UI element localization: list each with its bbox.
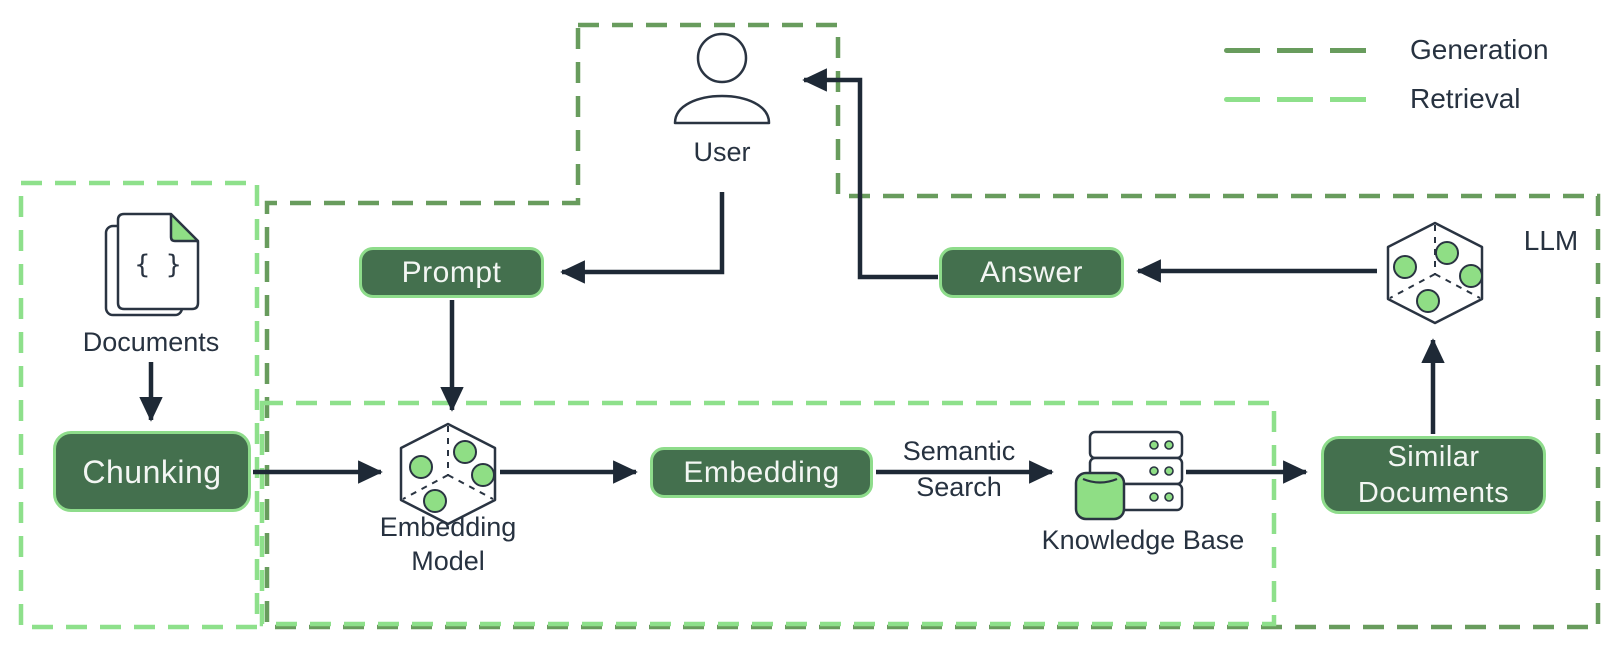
answer-label: Answer — [979, 255, 1084, 289]
retrieval-ingestion-region-border — [18, 180, 260, 630]
knowledge-base-label: Knowledge Base — [1041, 525, 1245, 555]
chunking-node[interactable]: Chunking — [53, 431, 251, 512]
generation-legend-label: Generation — [1410, 34, 1549, 65]
prompt-label: Prompt — [401, 255, 502, 289]
database-cube — [1074, 471, 1126, 521]
retrieval-dash-swatch — [1224, 96, 1380, 102]
user-icon — [673, 32, 771, 125]
documents-icon: { } — [104, 212, 200, 317]
embedding-node[interactable]: Embedding — [650, 447, 873, 498]
legend: Generation Retrieval — [1224, 34, 1549, 115]
arrow-answer-to-user — [802, 68, 938, 280]
answer-node[interactable]: Answer — [939, 247, 1124, 298]
semantic-search-label: Semantic Search — [902, 436, 1016, 502]
documents-label: Documents — [82, 327, 220, 357]
arrow-user-to-prompt — [560, 192, 725, 284]
embedding-model-label: Embedding Model — [379, 512, 517, 576]
embedding-model-icon — [399, 422, 497, 526]
similar-documents-label-line2: Documents — [1357, 477, 1510, 509]
document-fold-corner — [169, 212, 200, 243]
user-label: User — [693, 137, 751, 167]
knowledge-base-icon — [1074, 430, 1184, 521]
llm-label: LLM — [1523, 225, 1579, 256]
braces-glyph: { } — [135, 250, 182, 280]
legend-item-generation: Generation — [1224, 34, 1549, 66]
legend-item-retrieval: Retrieval — [1224, 83, 1549, 115]
retrieval-legend-label: Retrieval — [1410, 83, 1521, 114]
chunking-label: Chunking — [82, 453, 222, 490]
llm-icon — [1386, 221, 1484, 325]
similar-documents-label-line1: Similar — [1387, 440, 1480, 473]
retrieval-region-border — [259, 400, 1277, 627]
generation-dash-swatch — [1224, 47, 1380, 53]
similar-documents-node[interactable]: Similar Documents — [1321, 436, 1546, 514]
embedding-label: Embedding — [683, 455, 840, 489]
prompt-node[interactable]: Prompt — [359, 247, 544, 298]
